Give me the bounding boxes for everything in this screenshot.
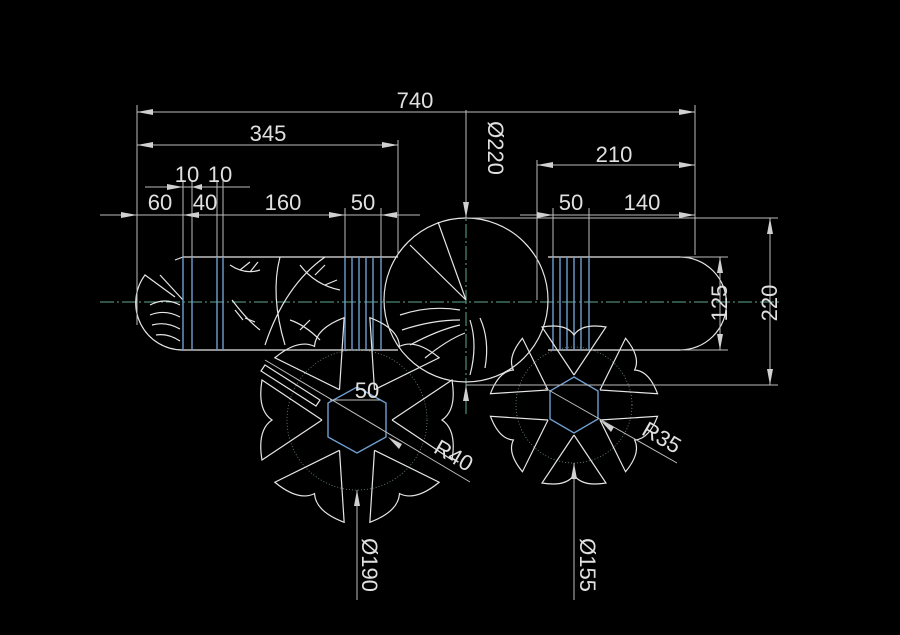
dim-210: 210 <box>596 142 633 167</box>
dim-d155: Ø155 <box>575 538 600 592</box>
dim-hex-50: 50 <box>355 378 379 403</box>
dim-125: 125 <box>707 285 732 322</box>
right-flower <box>489 325 678 485</box>
dim-740: 740 <box>397 88 434 113</box>
dim-140: 140 <box>624 190 661 215</box>
dim-345: 345 <box>250 121 287 146</box>
right-bar <box>548 256 728 351</box>
dim-50-left: 50 <box>351 190 375 215</box>
dim-160: 160 <box>265 190 302 215</box>
dim-d220: Ø220 <box>483 121 508 175</box>
dim-220: 220 <box>757 285 782 322</box>
dim-50-right: 50 <box>559 190 583 215</box>
left-flower <box>260 316 471 524</box>
dim-d190: Ø190 <box>357 538 382 592</box>
dimension-lines <box>100 105 778 600</box>
floral-engraving <box>149 256 341 346</box>
dim-60: 60 <box>148 190 172 215</box>
dim-10b: 10 <box>208 162 232 187</box>
dim-40: 40 <box>193 190 217 215</box>
left-bar <box>135 256 398 351</box>
dim-r35: R35 <box>638 417 685 459</box>
dim-r40: R40 <box>430 435 477 477</box>
dim-10a: 10 <box>175 162 199 187</box>
